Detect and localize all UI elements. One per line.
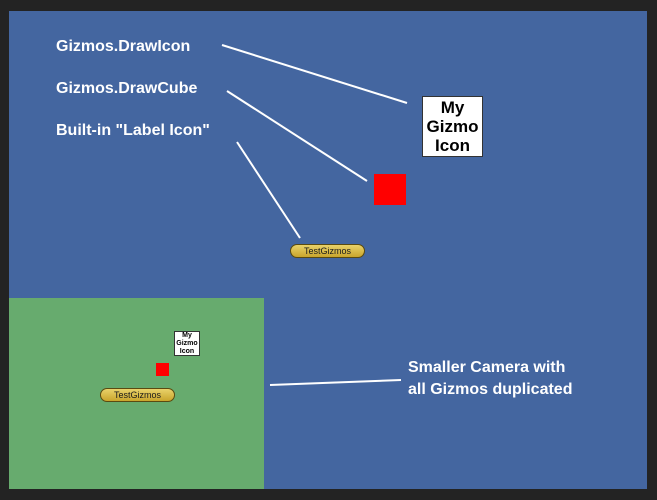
mini-gizmo-icon-line-3: Icon — [179, 347, 195, 355]
leader-line-draw-cube — [226, 90, 368, 182]
label-icon[interactable]: TestGizmos — [290, 244, 365, 258]
mini-gizmo-icon-line-2: Gizmo — [176, 339, 198, 347]
annotation-label-icon: Built-in "Label Icon" — [56, 122, 210, 139]
annotation-draw-icon: Gizmos.DrawIcon — [56, 38, 191, 55]
annotation-smaller-camera-line-2: all Gizmos duplicated — [408, 381, 573, 398]
annotation-smaller-camera-line-1: Smaller Camera with — [408, 359, 566, 376]
annotation-draw-cube: Gizmos.DrawCube — [56, 80, 198, 97]
gizmo-icon-line-3: Icon — [435, 136, 470, 155]
gizmo-icon-line-2: Gizmo — [426, 117, 479, 136]
gizmo-icon[interactable]: My Gizmo Icon — [422, 96, 483, 157]
gizmo-cube[interactable] — [374, 174, 406, 205]
scene-view[interactable]: Gizmos.DrawIcon Gizmos.DrawCube Built-in… — [9, 11, 647, 489]
leader-line-label-icon — [236, 141, 301, 239]
mini-label-icon[interactable]: TestGizmos — [100, 388, 175, 402]
leader-line-draw-icon — [221, 44, 408, 104]
mini-gizmo-cube[interactable] — [156, 363, 169, 376]
mini-gizmo-icon-line-1: My — [182, 331, 192, 339]
mini-gizmo-icon[interactable]: My Gizmo Icon — [174, 331, 200, 356]
gizmo-icon-line-1: My — [440, 98, 465, 117]
leader-line-smaller-camera — [269, 379, 402, 386]
